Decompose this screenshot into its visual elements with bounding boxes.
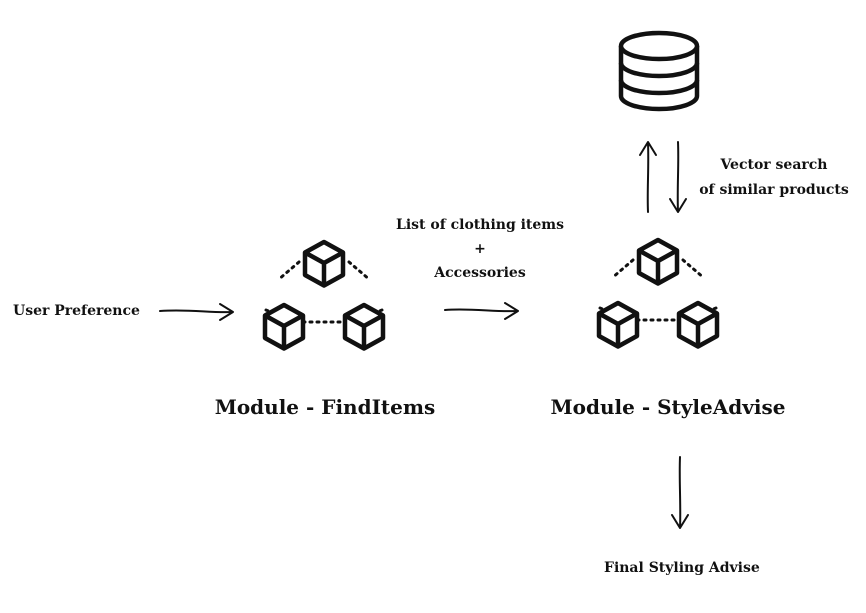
database-icon [618, 30, 700, 112]
module-styleadvise-icon [599, 240, 717, 347]
final-styling-advise-label: Final Styling Advise [604, 560, 760, 576]
vector-search-line1: Vector search [720, 157, 828, 173]
transfer-label-line1: List of clothing items [396, 217, 564, 233]
arrow-finditems-to-styleadvise [444, 302, 519, 320]
arrow-to-final-advise [671, 456, 689, 529]
module-finditems-title: Module - FindItems [214, 395, 436, 419]
user-preference-label: User Preference [13, 303, 140, 319]
arrow-down-from-database [669, 141, 687, 213]
arrow-user-to-finditems [159, 303, 234, 321]
transfer-label: List of clothing items + Accessories [380, 218, 580, 280]
arrow-up-to-database [639, 141, 657, 213]
vector-search-line2: of similar products [699, 182, 849, 198]
vector-search-label: Vector search of similar products [694, 158, 854, 197]
module-finditems-icon [265, 242, 383, 349]
module-styleadvise-title: Module - StyleAdvise [550, 395, 786, 419]
transfer-label-line3: Accessories [434, 265, 526, 281]
transfer-label-line2: + [474, 241, 486, 257]
